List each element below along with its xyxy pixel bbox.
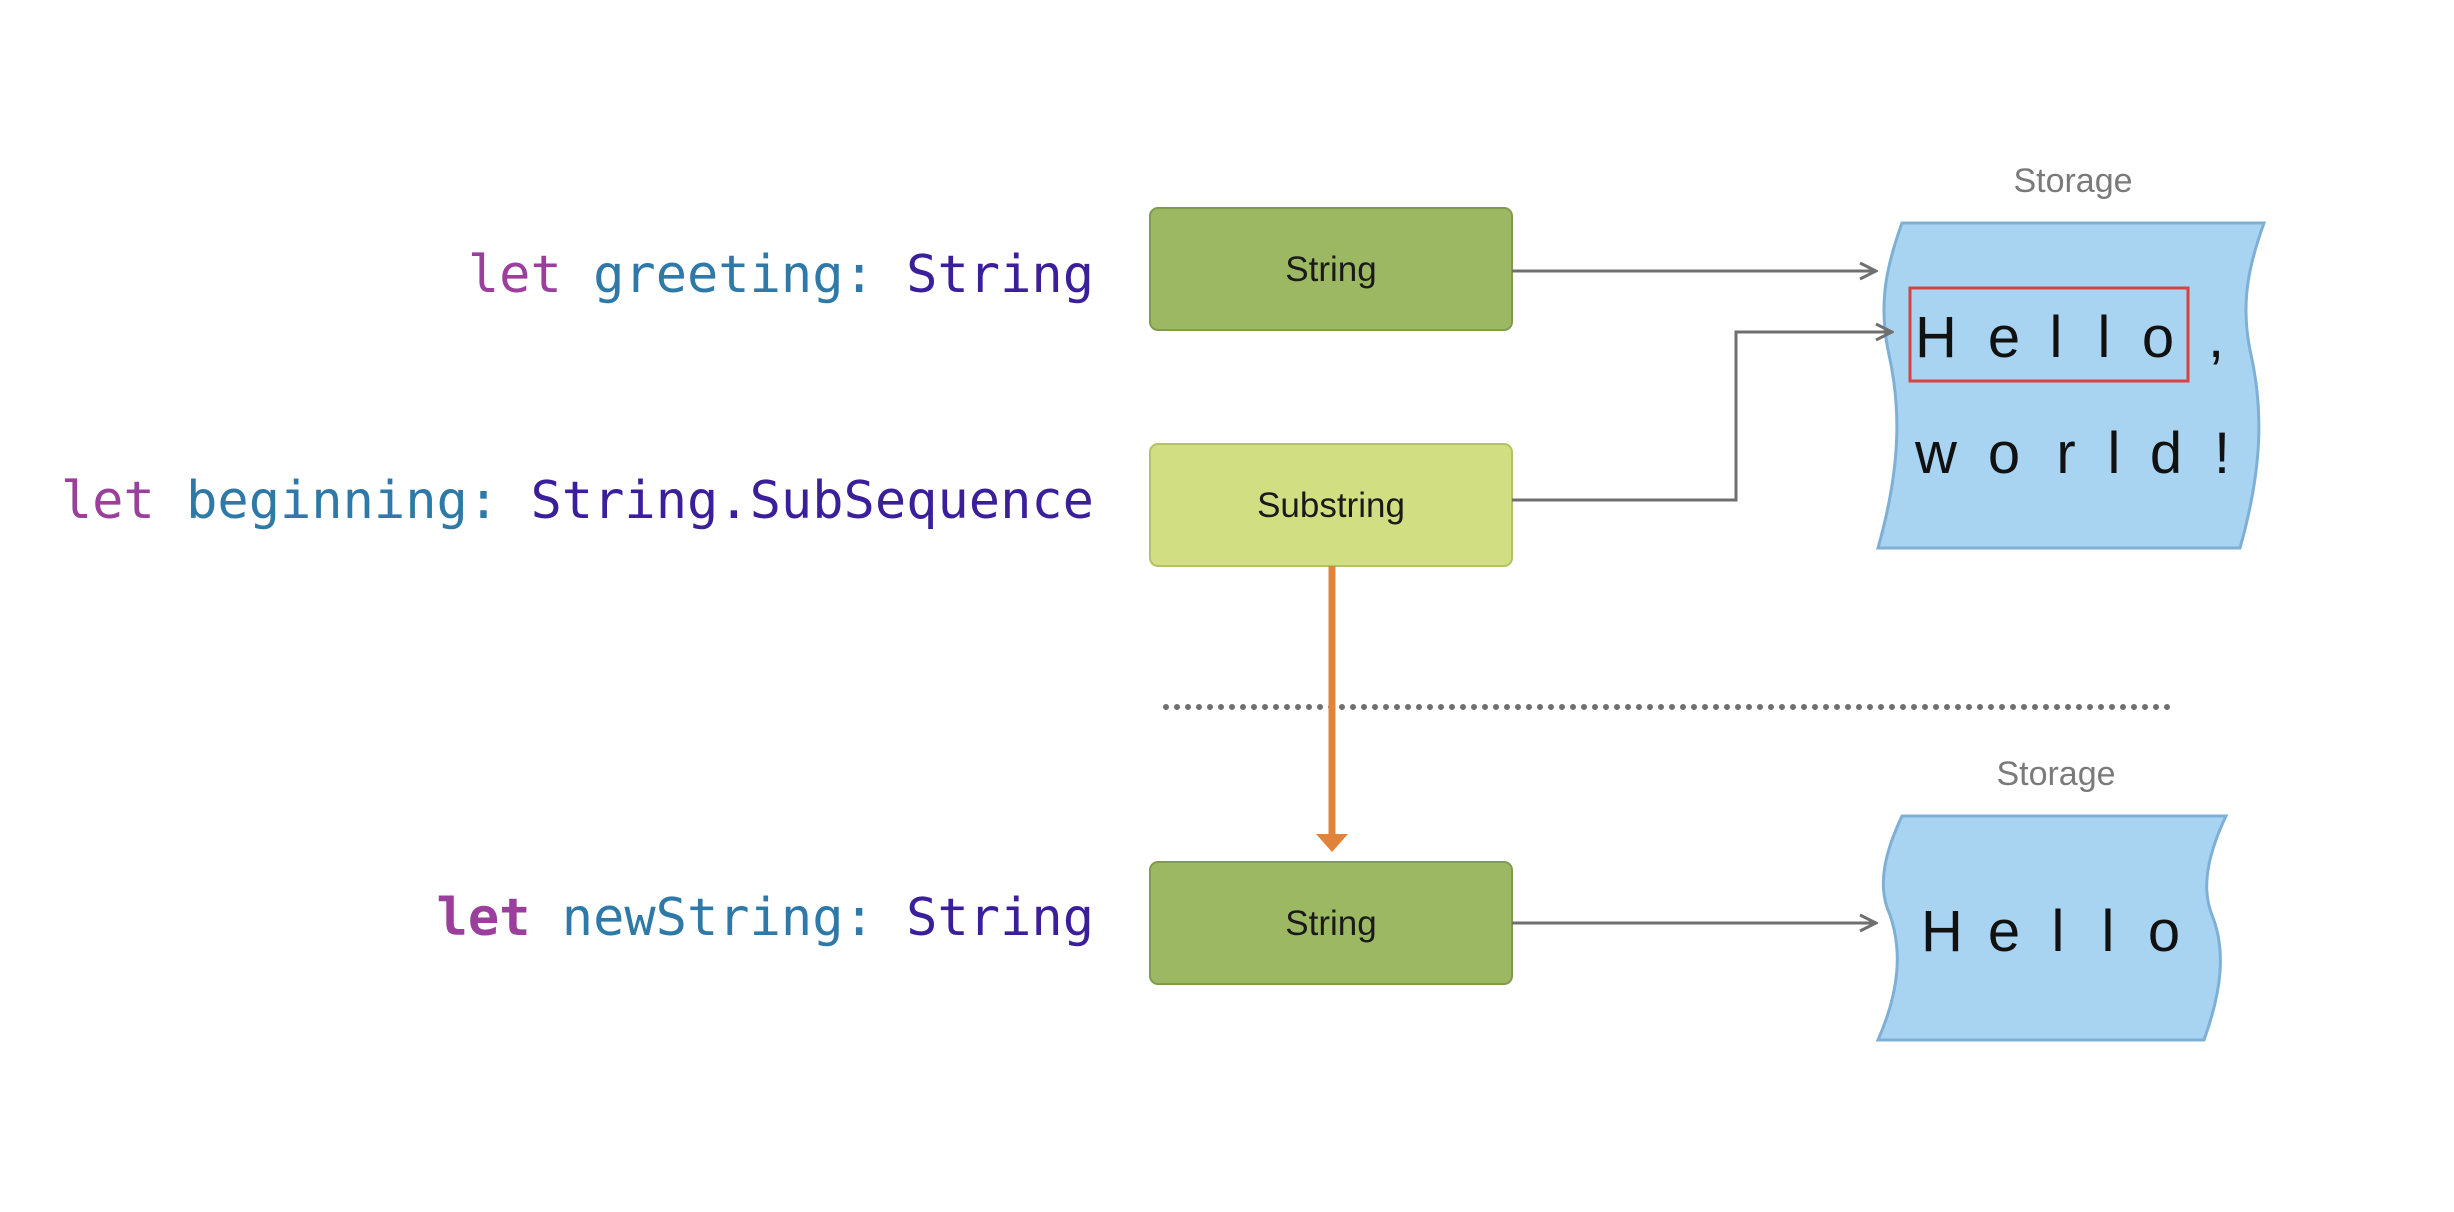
substring-storage-arrow [1512, 332, 1892, 502]
storage-char: e [1988, 305, 2020, 370]
newstring-declaration: let newString: String [437, 888, 1094, 948]
let-keyword: let [437, 888, 531, 948]
storage-char: o [2148, 899, 2180, 964]
bottom-storage-shape [1875, 814, 2229, 1042]
storage-char: , [2208, 305, 2224, 370]
bottom-storage-text: H e l l o [1921, 899, 2180, 964]
storage-char: l [2108, 421, 2121, 486]
beginning-substring-box: Substring [1149, 443, 1513, 567]
greeting-type: String [906, 245, 1094, 305]
beginning-identifier: beginning [186, 471, 468, 531]
storage-char: e [1988, 899, 2020, 964]
storage-char: l [2102, 899, 2115, 964]
beginning-declaration: let beginning: String.SubSequence [61, 471, 1094, 531]
storage-char: r [2056, 421, 2075, 486]
box-label: Substring [1257, 486, 1405, 525]
top-storage-line1: H e l l o , [1915, 305, 2224, 370]
newstring-identifier: newString [562, 888, 844, 948]
top-storage-shape [1876, 221, 2267, 550]
storage-char: H [1915, 305, 1957, 370]
newstring-type: String [906, 888, 1094, 948]
conversion-arrow [1316, 566, 1348, 852]
box-label: String [1285, 904, 1376, 943]
storage-char: o [1988, 421, 2020, 486]
storage-char: d [2150, 421, 2182, 486]
top-storage-line2: w o r l d ! [1914, 421, 2230, 486]
greeting-declaration: let greeting: String [468, 245, 1094, 305]
storage-char: ! [2214, 421, 2230, 486]
greeting-string-box: String [1149, 207, 1513, 331]
storage-char: l [2098, 305, 2111, 370]
box-label: String [1285, 250, 1376, 289]
beginning-type: String.SubSequence [530, 471, 1094, 531]
bottom-storage-label: Storage [1996, 755, 2115, 793]
greeting-identifier: greeting [593, 245, 843, 305]
storage-char: H [1921, 899, 1963, 964]
substring-highlight [1908, 286, 2190, 383]
storage-char: o [2142, 305, 2174, 370]
newstring-string-box: String [1149, 861, 1513, 985]
top-storage-label: Storage [2013, 162, 2132, 200]
let-keyword: let [468, 245, 562, 305]
storage-char: l [2052, 899, 2065, 964]
storage-char: l [2050, 305, 2063, 370]
let-keyword: let [61, 471, 155, 531]
storage-char: w [1914, 421, 1958, 486]
